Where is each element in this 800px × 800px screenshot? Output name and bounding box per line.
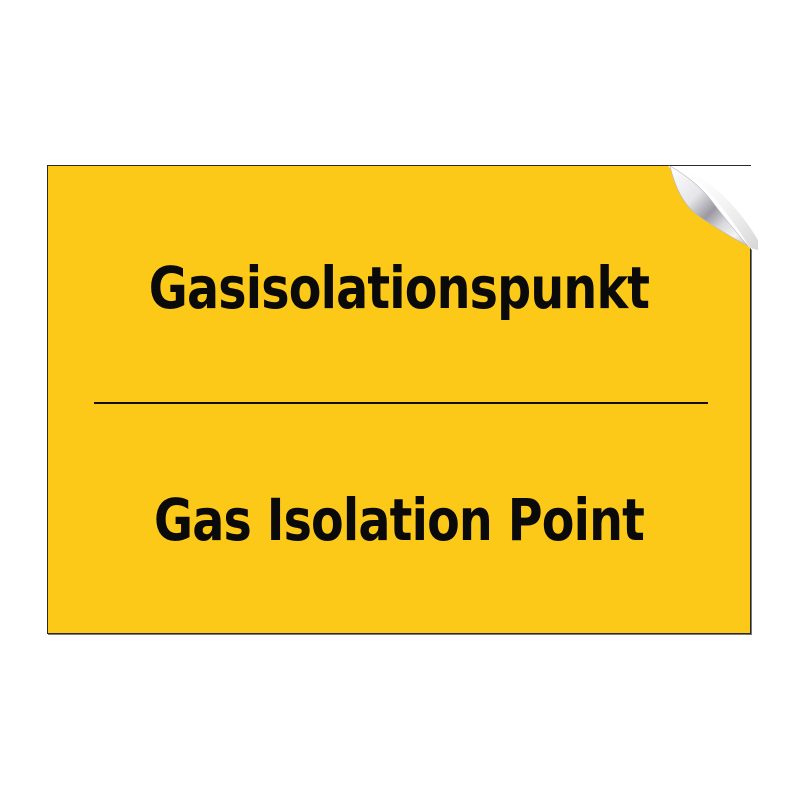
- title-german: Gasisolationspunkt: [148, 254, 650, 322]
- title-english: Gas Isolation Point: [153, 486, 645, 554]
- divider-line: [94, 402, 708, 404]
- peel-corner-icon: [668, 165, 758, 250]
- sticker-sign: Gasisolationspunkt Gas Isolation Point: [47, 165, 751, 634]
